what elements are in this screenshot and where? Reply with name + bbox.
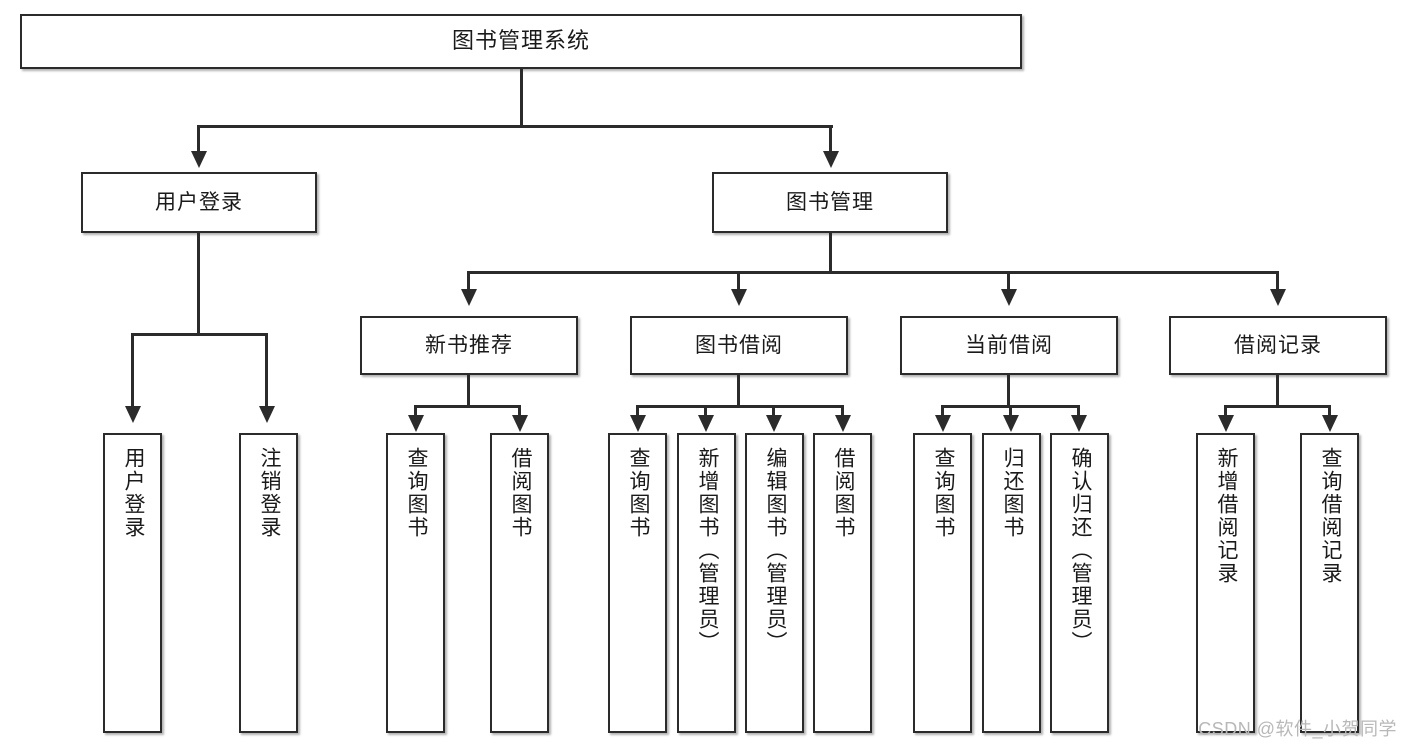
connector-user-login-stem [197, 233, 200, 335]
leaf-label: 用户登录 [121, 447, 145, 539]
arrow-to-leaf-edit-book [766, 415, 782, 432]
leaf-query-book-new[interactable]: 查询图书 [386, 433, 445, 733]
connector-book-borrow-drop-1 [636, 405, 639, 417]
leaf-borrow-book-new[interactable]: 借阅图书 [490, 433, 549, 733]
connector-borrow-record-drop-1 [1224, 405, 1227, 417]
leaf-label: 查询图书 [404, 447, 428, 539]
leaf-label: 查询借阅记录 [1318, 447, 1342, 585]
leaf-edit-book-admin[interactable]: 编辑图书（管理员） [745, 433, 804, 733]
arrow-to-leaf-add-book [698, 415, 714, 432]
connector-current-borrow-drop-1 [941, 405, 944, 417]
node-label: 借阅记录 [1234, 333, 1322, 357]
node-label: 新书推荐 [425, 333, 513, 357]
leaf-add-book-admin[interactable]: 新增图书（管理员） [677, 433, 736, 733]
connector-user-login-bar [131, 333, 268, 336]
leaf-query-borrow-record[interactable]: 查询借阅记录 [1300, 433, 1359, 733]
arrow-to-leaf-query-record [1322, 415, 1338, 432]
connector-current-borrow-drop-2 [1009, 405, 1012, 417]
leaf-label: 新增借阅记录 [1214, 447, 1238, 585]
connector-new-book-drop-2 [518, 405, 521, 417]
arrow-to-leaf-borrow-book-2 [835, 415, 851, 432]
connector-borrow-record-stem [1276, 375, 1279, 407]
leaf-logout[interactable]: 注销登录 [239, 433, 298, 733]
arrow-to-book-borrow [731, 289, 747, 306]
node-current-borrow[interactable]: 当前借阅 [900, 316, 1118, 375]
arrow-to-leaf-return-book [1003, 415, 1019, 432]
connector-new-book-bar [414, 405, 521, 408]
connector-root-to-book-mgmt [829, 125, 832, 153]
connector-root-to-user-login [197, 125, 200, 153]
arrow-to-leaf-add-record [1218, 415, 1234, 432]
node-label: 图书管理 [786, 190, 874, 214]
connector-current-borrow-drop-3 [1077, 405, 1080, 417]
arrow-to-book-mgmt [823, 151, 839, 168]
connector-user-login-drop-2 [265, 333, 268, 408]
connector-book-borrow-bar [636, 405, 844, 408]
connector-book-borrow-drop-3 [772, 405, 775, 417]
node-label: 图书借阅 [695, 333, 783, 357]
connector-book-borrow-drop-4 [841, 405, 844, 417]
connector-book-borrow-stem [737, 375, 740, 407]
leaf-confirm-return-admin[interactable]: 确认归还（管理员） [1050, 433, 1109, 733]
leaf-user-login[interactable]: 用户登录 [103, 433, 162, 733]
leaf-label: 借阅图书 [508, 447, 532, 539]
connector-book-mgmt-drop-1 [467, 271, 470, 291]
arrow-to-leaf-borrow-book-1 [512, 415, 528, 432]
arrow-to-borrow-record [1270, 289, 1286, 306]
node-label: 图书管理系统 [451, 28, 590, 54]
leaf-borrow-book-borrow[interactable]: 借阅图书 [813, 433, 872, 733]
leaf-label: 查询图书 [931, 447, 955, 539]
leaf-label: 归还图书 [1000, 447, 1024, 539]
leaf-query-book-current[interactable]: 查询图书 [913, 433, 972, 733]
node-book-borrow[interactable]: 图书借阅 [630, 316, 848, 375]
connector-borrow-record-bar [1224, 405, 1331, 408]
arrow-to-leaf-user-login [125, 406, 141, 423]
node-root-system[interactable]: 图书管理系统 [20, 14, 1022, 69]
node-user-login[interactable]: 用户登录 [81, 172, 317, 233]
leaf-label: 借阅图书 [831, 447, 855, 539]
connector-root-stem [520, 69, 523, 127]
leaf-label: 注销登录 [257, 447, 281, 539]
connector-user-login-drop-1 [131, 333, 134, 408]
node-book-management[interactable]: 图书管理 [712, 172, 948, 233]
arrow-to-new-book-rec [461, 289, 477, 306]
node-new-book-recommend[interactable]: 新书推荐 [360, 316, 578, 375]
arrow-to-leaf-confirm-return [1071, 415, 1087, 432]
leaf-label: 确认归还（管理员） [1068, 447, 1092, 654]
leaf-return-book[interactable]: 归还图书 [982, 433, 1041, 733]
connector-borrow-record-drop-2 [1328, 405, 1331, 417]
node-borrow-record[interactable]: 借阅记录 [1169, 316, 1387, 375]
node-label: 用户登录 [155, 190, 243, 214]
arrow-to-leaf-query-book-3 [935, 415, 951, 432]
connector-current-borrow-stem [1007, 375, 1010, 407]
leaf-label: 新增图书（管理员） [695, 447, 719, 654]
connector-new-book-drop-1 [414, 405, 417, 417]
arrow-to-user-login [191, 151, 207, 168]
connector-book-borrow-drop-2 [704, 405, 707, 417]
leaf-query-book-borrow[interactable]: 查询图书 [608, 433, 667, 733]
arrow-to-leaf-query-book-2 [630, 415, 646, 432]
arrow-to-leaf-query-book-1 [408, 415, 424, 432]
leaf-label: 查询图书 [626, 447, 650, 539]
connector-book-mgmt-drop-4 [1276, 271, 1279, 291]
node-label: 当前借阅 [965, 333, 1053, 357]
connector-root-bar [197, 125, 833, 128]
leaf-add-borrow-record[interactable]: 新增借阅记录 [1196, 433, 1255, 733]
connector-book-mgmt-bar [467, 271, 1279, 274]
connector-book-mgmt-drop-2 [737, 271, 740, 291]
connector-new-book-stem [467, 375, 470, 407]
arrow-to-leaf-logout [259, 406, 275, 423]
connector-book-mgmt-stem [829, 233, 832, 273]
arrow-to-current-borrow [1001, 289, 1017, 306]
connector-book-mgmt-drop-3 [1007, 271, 1010, 291]
leaf-label: 编辑图书（管理员） [763, 447, 787, 654]
